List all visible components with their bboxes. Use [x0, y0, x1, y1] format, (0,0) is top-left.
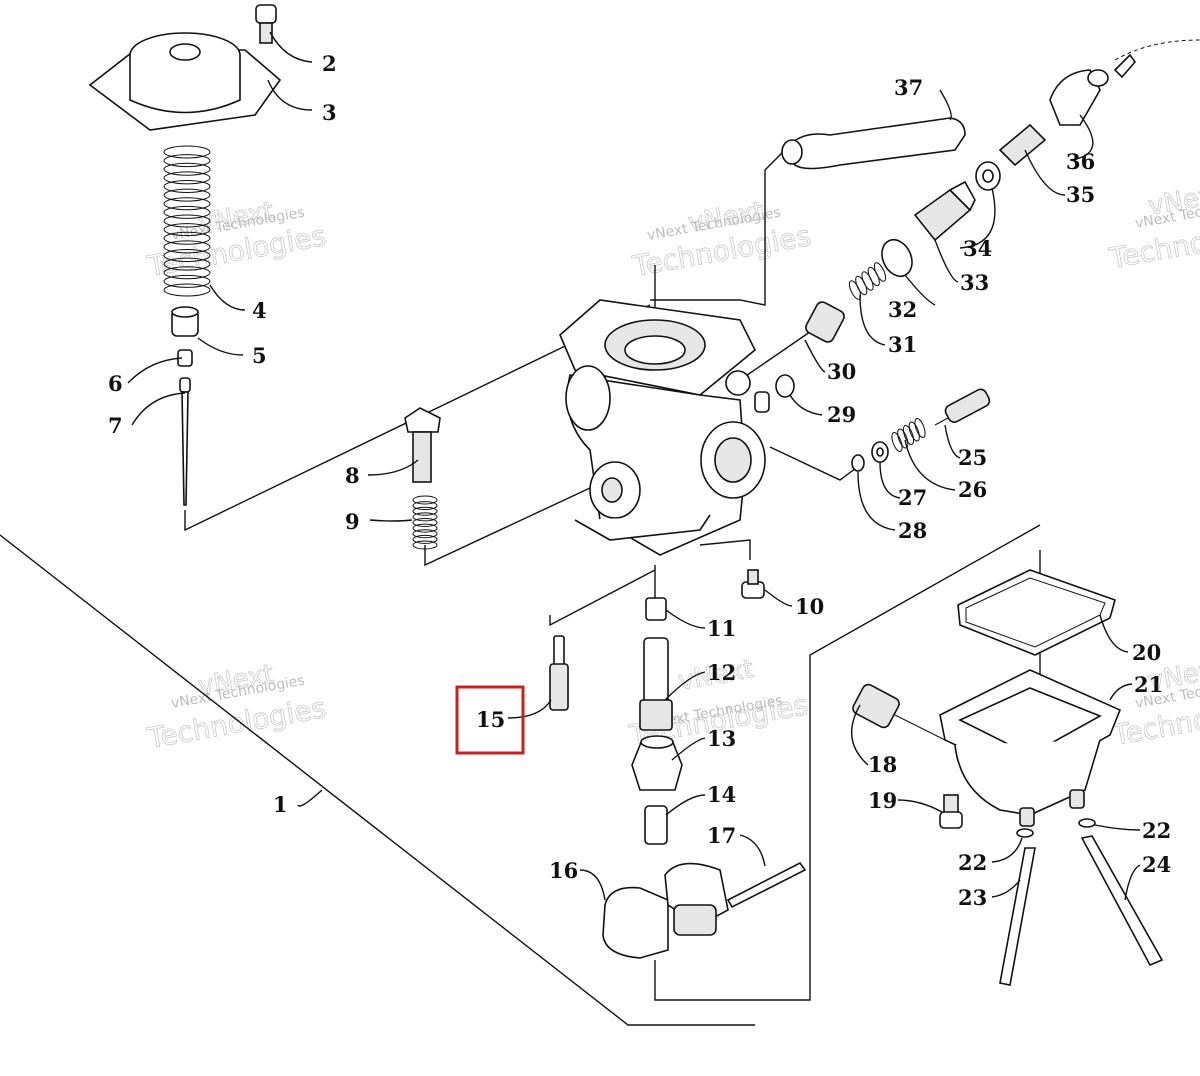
part-21-float-bowl	[939, 669, 1122, 827]
part-label-32: 32	[888, 297, 917, 322]
part-31-spring	[848, 262, 887, 300]
part-29-cap	[775, 374, 795, 398]
part-label-6: 6	[108, 371, 123, 396]
carburetor-body	[559, 299, 770, 556]
part-label-7: 7	[108, 413, 123, 438]
part-10-screw	[741, 569, 765, 599]
part-label-35: 35	[1066, 182, 1095, 207]
part-36-boot	[1049, 39, 1200, 126]
part-label-14: 14	[707, 782, 736, 807]
part-12-needle-jet	[639, 637, 673, 731]
watermark-top-center: vNext Technologies vNext Technologies	[629, 196, 814, 284]
part-label-8: 8	[345, 463, 360, 488]
part-label-12: 12	[707, 660, 736, 685]
part-label-19: 19	[868, 788, 897, 813]
part-20-gasket	[957, 569, 1116, 656]
part-label-9: 9	[345, 509, 360, 534]
part-23-hose	[999, 847, 1036, 986]
part-label-11: 11	[707, 616, 736, 641]
part-17-float-pin	[726, 861, 807, 909]
part-33-fitting	[913, 180, 976, 242]
part-22-clips	[1016, 818, 1096, 838]
watermark-mid-right: vNext Technologies vNext Technologies	[1109, 654, 1200, 753]
part-2-screw	[255, 4, 277, 44]
part-label-34: 34	[963, 236, 992, 261]
part-8-screw	[404, 407, 441, 483]
part-label-29: 29	[827, 402, 856, 427]
part-label-37: 37	[894, 75, 923, 100]
part-19-screw	[939, 794, 963, 829]
part-13-holder	[631, 735, 683, 791]
watermark-mid-left: vNext Technologies vNext Technologies	[144, 659, 329, 756]
part-9-spring	[412, 495, 438, 550]
part-5-retainer	[171, 306, 199, 337]
part-34-washer	[975, 161, 1001, 191]
part-label-18: 18	[868, 752, 897, 777]
part-label-26: 26	[958, 477, 987, 502]
part-label-5: 5	[252, 343, 267, 368]
part-label-21: 21	[1134, 672, 1163, 697]
part-14-main-jet	[644, 805, 668, 845]
part-label-3: 3	[322, 100, 337, 125]
part-16-float	[602, 862, 729, 959]
part-label-30: 30	[827, 359, 856, 384]
part-label-33: 33	[960, 270, 989, 295]
highlight-box	[455, 685, 525, 755]
part-label-36: 36	[1066, 149, 1095, 174]
part-label-2: 2	[322, 51, 337, 76]
part-label-25: 25	[958, 445, 987, 470]
part-4-spring	[163, 145, 211, 297]
part-label-1: 1	[273, 792, 288, 817]
part-label-4: 4	[252, 298, 267, 323]
part-label-22-left: 22	[958, 850, 987, 875]
part-label-24: 24	[1142, 852, 1171, 877]
part-label-23: 23	[958, 885, 987, 910]
part-label-10: 10	[795, 594, 824, 619]
part-labels: 2 3 4 5 6 7 8 9 10 11 12 13 14 15 16 17 …	[108, 51, 1171, 910]
part-label-17: 17	[707, 823, 736, 848]
part-24-hose	[1080, 835, 1164, 967]
part-label-31: 31	[888, 332, 917, 357]
part-27-washer	[871, 441, 889, 463]
part-25-screw	[934, 388, 991, 426]
part-26-spring	[891, 418, 926, 452]
part-label-28: 28	[898, 518, 927, 543]
part-30-fitting	[805, 301, 845, 343]
part-3-top-cap	[88, 32, 282, 131]
part-label-22-right: 22	[1142, 818, 1171, 843]
part-18-drain-screw	[852, 683, 946, 741]
watermark-top-left: vNext Technologies vNext Technologies	[144, 196, 329, 284]
part-label-16: 16	[549, 858, 578, 883]
leader-lines	[127, 31, 1141, 901]
assembly-outline	[0, 149, 1041, 1026]
part-32-o-ring	[881, 238, 913, 278]
part-28-o-ring	[851, 454, 865, 472]
part-15-pilot-jet	[549, 635, 569, 711]
part-label-27: 27	[898, 485, 927, 510]
part-label-13: 13	[707, 726, 736, 751]
part-7-jet-needle	[179, 377, 191, 506]
watermark-top-right: vNext Technologies vNext Technologies	[1106, 179, 1200, 276]
part-label-20: 20	[1132, 640, 1161, 665]
part-11-jet	[645, 597, 667, 621]
part-37-hose	[781, 117, 966, 170]
part-35-fitting	[998, 123, 1047, 167]
part-label-15: 15	[476, 707, 505, 732]
